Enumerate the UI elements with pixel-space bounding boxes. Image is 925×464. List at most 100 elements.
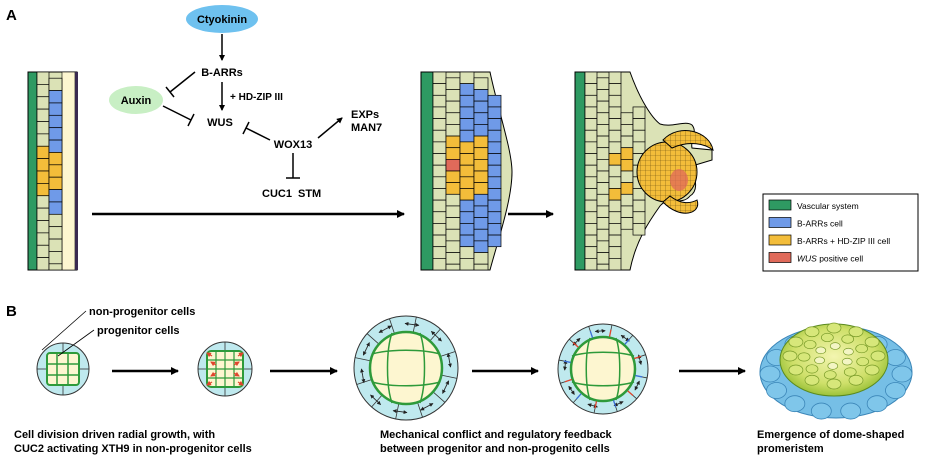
tissue-cell (459, 223, 475, 236)
tissue-cell (620, 112, 634, 125)
tissue-cell (36, 108, 50, 122)
tissue-cell (445, 263, 461, 271)
tissue-cell (48, 176, 63, 190)
caption-2-line-2: between progenitor and non-progenito cel… (380, 443, 610, 455)
inner-cell (843, 367, 857, 377)
tissue-cell (36, 220, 50, 234)
tissue-cell (487, 199, 502, 213)
tissue-cell (596, 182, 610, 195)
cytokinin-bubble (186, 5, 258, 33)
exps-label: EXPs (351, 109, 379, 121)
tissue-cell (632, 129, 646, 143)
tissue-cell (36, 244, 50, 258)
inner-cell (788, 364, 804, 376)
cytokinin-label: Ctyokinin (197, 14, 247, 26)
tissue-cell (596, 205, 610, 218)
stress-arrow (638, 359, 643, 365)
tissue-cell (608, 129, 622, 143)
tissue-cell (473, 77, 489, 90)
tissue-cell (48, 127, 63, 141)
stress-arrow (362, 348, 367, 356)
tissue-cell (584, 106, 598, 119)
tissue-cell (596, 170, 610, 183)
outer-cell (810, 402, 832, 420)
tissue-cell (608, 164, 622, 178)
tissue-cell (459, 188, 475, 201)
tissue-cell (445, 77, 461, 90)
progenitor-label: progenitor cells (97, 325, 180, 337)
stress-arrow (576, 337, 581, 343)
feedback-arrow (594, 401, 598, 409)
outer-cell (759, 365, 781, 383)
tissue-cell (473, 89, 489, 102)
tissue-cell (432, 234, 447, 248)
tissue-cell (36, 84, 50, 98)
stage-2-cells (197, 341, 253, 397)
tissue-cell (48, 152, 63, 166)
stress-arrow (620, 334, 626, 339)
inner-cell (864, 336, 880, 348)
tissue-cell (459, 176, 475, 189)
stress-arrow (361, 375, 366, 384)
inner-cell (870, 350, 886, 362)
inner-cell (829, 342, 841, 350)
feedback-arrow (627, 390, 634, 396)
inner-cell (848, 374, 864, 386)
tissue-cell (473, 147, 489, 160)
inner-cell (826, 378, 842, 390)
caption-1-line-2: CUC2 activating XTH9 in non-progenitor c… (14, 443, 252, 455)
tissue-cell (36, 195, 50, 209)
stress-arrow (636, 380, 640, 386)
tissue-cell (432, 176, 447, 189)
tissue-cell (487, 141, 502, 154)
tissue-cell (48, 164, 63, 178)
tissue-cell (620, 159, 634, 172)
tissue-cell (608, 106, 622, 119)
tissue-cell (620, 147, 634, 160)
tissue-cell (473, 124, 489, 137)
tissue-cell (596, 193, 610, 207)
b-arrs-label: B-ARRs (201, 67, 243, 79)
inner-cell (815, 346, 827, 355)
tissue-cell (620, 135, 634, 149)
tissue-cell (432, 246, 447, 259)
tissue-cell (432, 223, 447, 236)
growth-arrow (237, 352, 244, 358)
tissue-cell (36, 158, 50, 172)
cell-wall (389, 318, 395, 334)
tissue-cell (445, 193, 461, 207)
tissue-cell (596, 240, 610, 253)
tissue-cell (620, 205, 634, 218)
growth-arrow (233, 361, 240, 367)
tissue-cell (473, 159, 489, 172)
tissue-cell (608, 71, 622, 84)
tissue-cell (459, 83, 475, 96)
tissue-cell (596, 228, 610, 242)
stress-arrow (375, 399, 381, 405)
inner-cell (841, 357, 853, 366)
tissue-bulging (420, 71, 513, 271)
tissue-cell (432, 258, 447, 271)
inner-cell (827, 362, 839, 370)
tissue-cell (473, 135, 489, 149)
tissue-cell (445, 182, 461, 195)
outer-cell (840, 402, 862, 420)
tissue-cell (632, 118, 646, 131)
tissue-cell (608, 118, 622, 131)
tissue-cell (608, 211, 622, 224)
tissue-cell (432, 118, 447, 131)
tissue-cell (596, 263, 610, 271)
tissue-cell (48, 251, 63, 265)
tissue-cell (459, 153, 475, 166)
growth-arrow (206, 380, 213, 386)
tissue-cell (48, 189, 63, 203)
tissue-cell (432, 71, 447, 84)
inner-cell (856, 357, 870, 367)
tissue-cell (473, 205, 489, 218)
caption-3-line-1: Emergence of dome-shaped (757, 429, 905, 441)
tissue-cell (487, 164, 502, 178)
tissue-cell (445, 135, 461, 149)
tissue-cell (445, 170, 461, 183)
tissue-cell (445, 205, 461, 218)
